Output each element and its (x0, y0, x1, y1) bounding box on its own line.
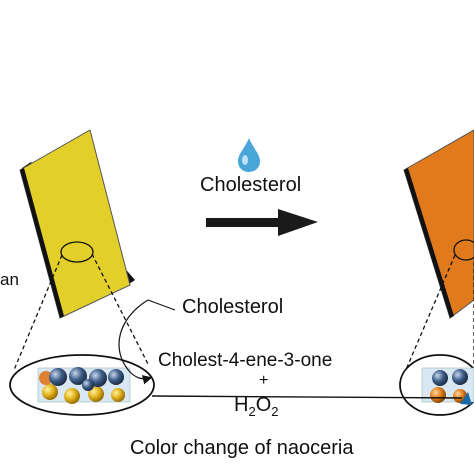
h2o2-label: H2O2 (234, 394, 278, 419)
bottom-connector (151, 392, 472, 405)
droplet-icon (238, 138, 260, 172)
h2o2-sub-2: 2 (271, 404, 279, 419)
zoom-ellipse-before (9, 354, 155, 416)
strip-after (403, 129, 474, 319)
product-label: Cholest-4-ene-3-one (158, 350, 333, 371)
reagent-label-mid: Cholesterol (182, 296, 284, 318)
curved-arrow (118, 299, 153, 385)
left-cut-label: an (0, 270, 19, 289)
strip-after-zoom-circle (453, 239, 474, 261)
reagent-label-top: Cholesterol (200, 174, 302, 196)
callout-line (147, 299, 176, 311)
bottom-caption: Color change of naoceria (130, 437, 354, 459)
zoom-ellipse-after (399, 354, 474, 416)
reaction-arrow (206, 209, 318, 236)
strip-zoom-circle (60, 241, 94, 263)
h2o2-h: H (234, 394, 249, 416)
zoom-lines-right (404, 254, 474, 373)
h2o2-o: O (255, 394, 272, 416)
h2o2-sub-1: 2 (248, 404, 256, 419)
plus-sign: + (259, 372, 269, 389)
strip-before (19, 129, 135, 319)
